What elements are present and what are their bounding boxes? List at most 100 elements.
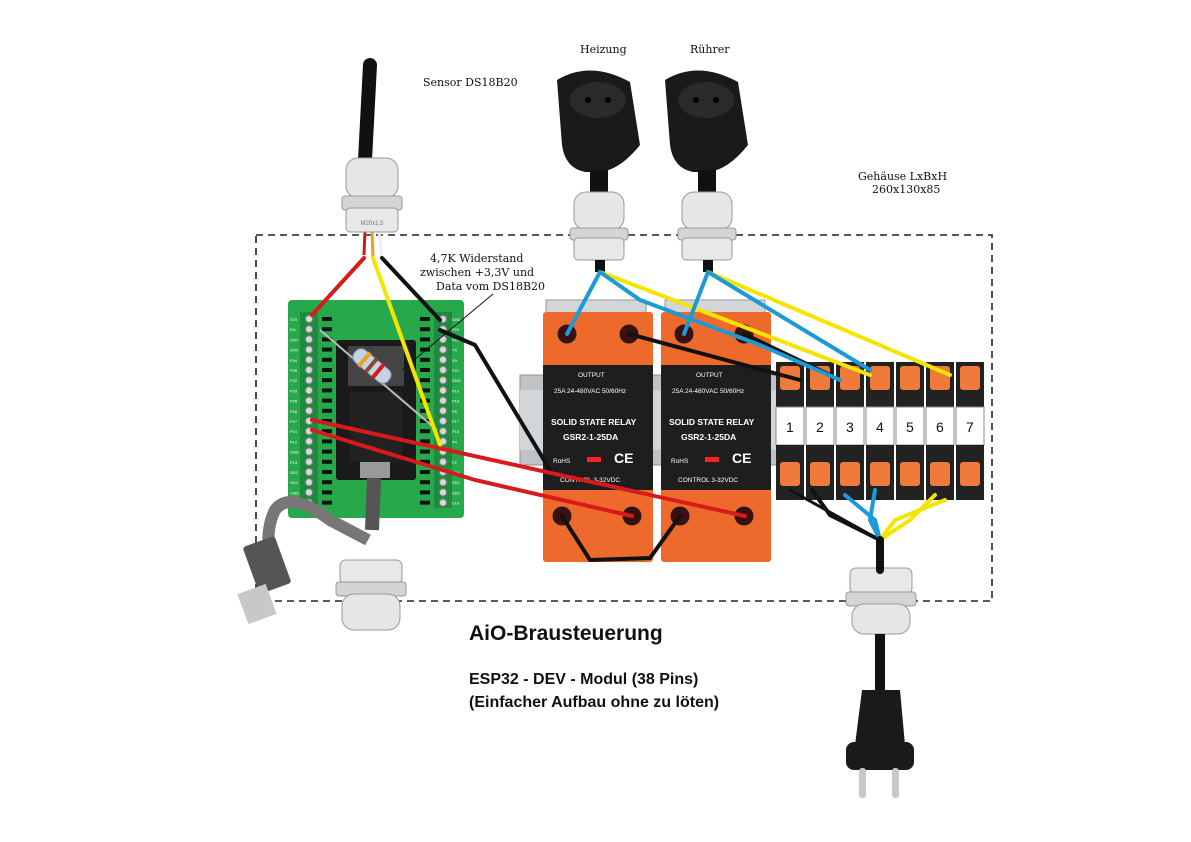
header-right-7 — [420, 388, 430, 393]
header-right-18 — [420, 500, 430, 505]
pin-label-right-18: CLK — [452, 501, 460, 506]
header-left-8 — [322, 398, 332, 403]
pin-label-left-12: P12 — [290, 439, 298, 444]
terminal-clamp-bottom-5 — [900, 462, 920, 486]
header-left-3 — [322, 347, 332, 352]
relay-stirrer-model: GSR2-1-25DA — [681, 432, 736, 442]
header-left-15 — [322, 470, 332, 474]
pin-label-right-6: GND — [452, 378, 461, 383]
pin-label-left-1: EN — [290, 327, 296, 332]
pin-label-left-2: SVP — [290, 337, 298, 342]
terminal-number-3: 3 — [846, 419, 854, 435]
pin-label-left-4: P34 — [290, 358, 298, 363]
screw-right-14 — [439, 457, 447, 466]
pin-label-right-14: P2 — [452, 460, 458, 465]
pin-label-left-10: P27 — [290, 419, 298, 424]
relay-stirrer-control: CONTROL 3-32VDC — [678, 477, 738, 484]
pin-label-left-7: P33 — [290, 388, 298, 393]
header-right-12 — [420, 439, 430, 444]
relay-stirrer-ce: CE — [732, 450, 751, 466]
screw-right-10 — [439, 417, 447, 425]
wire-relay1-out-black — [627, 332, 802, 382]
cable-gland-heater — [569, 191, 629, 272]
terminal-label-plate-1 — [775, 406, 805, 446]
header-right-2 — [420, 337, 430, 342]
wire-mains-yellow — [878, 493, 947, 542]
housing-label-line2: 260x130x85 — [872, 183, 940, 196]
sensor-label: Sensor DS18B20 — [423, 76, 518, 89]
wire-sensor-red — [310, 256, 366, 317]
screw-left-3 — [305, 345, 313, 354]
screw-right-11 — [439, 427, 447, 436]
header-left-9 — [322, 408, 332, 413]
socket-stirrer — [665, 70, 748, 194]
terminal-clamp-top-4 — [870, 366, 890, 390]
screw-left-6 — [305, 376, 313, 385]
screw-left-4 — [305, 355, 313, 364]
terminal-clamp-bottom-2 — [810, 462, 830, 486]
cable-gland-stirrer — [677, 191, 737, 272]
header-left-4 — [322, 357, 332, 362]
caption-line1: ESP32 - DEV - Modul (38 Pins) — [469, 671, 698, 688]
cable-gland-usb — [335, 559, 407, 631]
header-right-5 — [420, 368, 430, 372]
header-right-0 — [420, 317, 430, 321]
pin-label-left-0: 3V3 — [290, 317, 298, 322]
screw-left-0 — [305, 315, 313, 323]
relay-heater-rating: 25A 24-480VAC 50/60Hz — [554, 388, 626, 395]
screw-left-9 — [305, 406, 313, 415]
heater-label: Heizung — [580, 43, 627, 56]
relay-heater-model: GSR2-1-25DA — [563, 432, 618, 442]
header-left-13 — [322, 449, 332, 454]
usb-port — [360, 462, 390, 478]
wire-sensor-black — [380, 256, 442, 322]
header-left-12 — [322, 439, 332, 444]
stirrer-label: Rührer — [690, 43, 730, 56]
pin-label-left-3: SVN — [290, 348, 298, 353]
screw-right-4 — [439, 355, 447, 364]
terminal-label-plate-5 — [895, 406, 925, 446]
relay-stirrer-rating: 25A 24-480VAC 50/60Hz — [672, 388, 744, 395]
screw-right-6 — [439, 376, 447, 385]
pin-label-right-8: P18 — [452, 399, 460, 404]
header-left-0 — [322, 317, 332, 321]
usb-cable — [237, 477, 381, 625]
header-right-11 — [420, 429, 430, 434]
screw-right-9 — [439, 406, 447, 415]
wire-stirrer-yellow — [706, 270, 952, 377]
pin-label-left-6: P32 — [290, 378, 298, 383]
caption-title: AiO-Brausteuerung — [469, 622, 663, 645]
screw-left-15 — [305, 468, 313, 476]
resistor-label-line1: 4,7K Widerstand — [430, 252, 523, 265]
terminal-clamp-top-5 — [900, 366, 920, 390]
screw-right-16 — [439, 478, 447, 487]
pin-label-left-17: CMD — [290, 490, 299, 495]
terminal-number-2: 2 — [816, 419, 824, 435]
terminal-label-plate-2 — [805, 406, 835, 446]
header-left-11 — [322, 429, 332, 434]
screw-left-5 — [305, 366, 313, 374]
header-left-7 — [322, 388, 332, 393]
header-left-14 — [322, 459, 332, 464]
terminal-number-6: 6 — [936, 419, 944, 435]
pin-label-left-16: SD3 — [290, 480, 299, 485]
header-left-18 — [322, 500, 332, 505]
terminal-label-plate-3 — [835, 406, 865, 446]
terminal-clamp-top-3 — [840, 366, 860, 390]
terminal-clamp-top-7 — [960, 366, 980, 390]
relay-stirrer-rohs: RoHS — [671, 458, 689, 465]
header-right-1 — [420, 327, 430, 332]
pin-label-right-16: SD1 — [452, 480, 461, 485]
wires — [310, 256, 952, 574]
screw-left-16 — [305, 478, 313, 487]
header-left-10 — [322, 419, 332, 423]
screw-left-14 — [305, 457, 313, 466]
pin-label-right-1: P23 — [452, 327, 460, 332]
terminal-label-plate-6 — [925, 406, 955, 446]
terminal-clamp-bottom-6 — [930, 462, 950, 486]
screw-left-12 — [305, 437, 313, 446]
screw-left-1 — [305, 325, 313, 334]
screw-right-18 — [439, 498, 447, 507]
